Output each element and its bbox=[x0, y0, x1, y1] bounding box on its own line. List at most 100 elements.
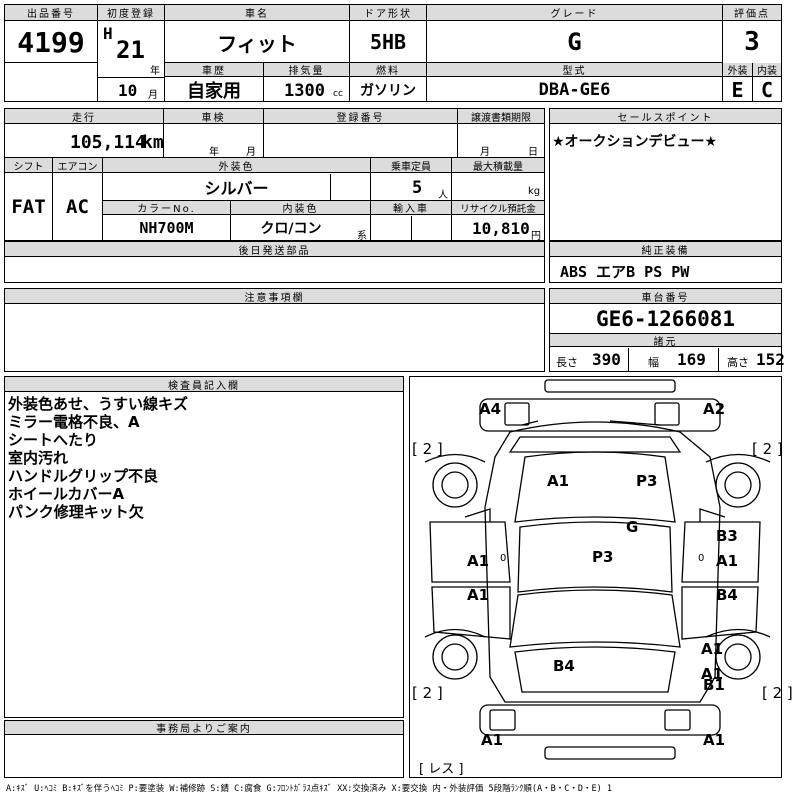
ext-color-label: 外装色 bbox=[103, 158, 370, 173]
load-label: 最大積載量 bbox=[452, 158, 544, 173]
transfer-month-unit: 月 bbox=[480, 147, 490, 158]
color-no-label: カラーNo. bbox=[103, 201, 230, 215]
damage-mark: A2 bbox=[703, 400, 726, 418]
model-label: 型式 bbox=[427, 63, 722, 77]
load-unit: kg bbox=[528, 186, 541, 197]
history-value: 自家用 bbox=[187, 80, 241, 102]
mid-grid bbox=[4, 108, 545, 241]
damage-mark: A1 bbox=[716, 552, 739, 570]
displacement-value: 1300 bbox=[284, 81, 325, 101]
year-unit: 年 bbox=[150, 66, 160, 77]
int-grade-label: 内装 bbox=[753, 63, 781, 77]
width-value: 169 bbox=[677, 350, 706, 369]
door-label: ドア形状 bbox=[350, 5, 426, 21]
recycle-unit: 円 bbox=[531, 231, 541, 242]
chassis-value: GE6-1266081 bbox=[595, 307, 736, 331]
shift-label: シフト bbox=[5, 158, 52, 173]
damage-mark: [ 2 ] bbox=[752, 440, 783, 458]
equipment-label: 純正装備 bbox=[550, 242, 781, 257]
inspector-lines: 外装色あせ、うすい線キズ ミラー電格不良、A シートへたり 室内汚れ ハンドルグ… bbox=[8, 395, 188, 521]
int-color-label: 内装色 bbox=[231, 201, 370, 215]
notes-label: 注意事項欄 bbox=[5, 289, 544, 304]
mileage-label: 走行 bbox=[5, 109, 163, 124]
first-reg-era: H bbox=[103, 24, 113, 43]
remark-line: パンク修理キット欠 bbox=[8, 503, 144, 521]
remark-line: 外装色あせ、うすい線キズ bbox=[8, 395, 189, 413]
damage-mark: A1 bbox=[481, 731, 504, 749]
damage-mark: P3 bbox=[636, 472, 658, 490]
damage-mark: B1 bbox=[703, 676, 725, 694]
damage-mark: A1 bbox=[701, 665, 724, 683]
damage-mark: [ 2 ] bbox=[412, 684, 443, 702]
specs-label: 諸元 bbox=[550, 333, 781, 348]
ac-label: エアコン bbox=[53, 158, 102, 173]
damage-mark: P3 bbox=[592, 548, 614, 566]
mileage-unit: km bbox=[142, 132, 164, 153]
ac-value: AC bbox=[66, 196, 89, 218]
inspection-month-unit: 月 bbox=[246, 147, 256, 158]
damage-mark: G bbox=[626, 518, 639, 536]
recycle-value: 10,810 bbox=[472, 219, 530, 238]
capacity-unit: 人 bbox=[438, 190, 448, 201]
ext-grade-label: 外装 bbox=[723, 63, 752, 77]
color-no-value: NH700M bbox=[139, 219, 194, 237]
remark-line: ミラー電格不良、A bbox=[8, 413, 140, 431]
damage-mark: [ レス ] bbox=[419, 762, 464, 777]
lot-number: 4199 bbox=[17, 25, 85, 59]
width-label: 幅 bbox=[648, 356, 659, 369]
history-label: 車歴 bbox=[165, 63, 263, 77]
damage-mark: [ 2 ] bbox=[412, 440, 443, 458]
int-color-unit: 系 bbox=[357, 231, 367, 242]
inspector-box bbox=[4, 376, 404, 718]
damage-mark: [ 2 ] bbox=[762, 684, 793, 702]
height-value: 152 bbox=[756, 350, 785, 369]
notes-box bbox=[4, 288, 545, 372]
small-zero: 0 bbox=[698, 553, 705, 564]
sales-point-box bbox=[549, 108, 782, 241]
transfer-label: 譲渡書類期限 bbox=[458, 109, 544, 124]
door-type: 5HB bbox=[369, 30, 407, 54]
lot-label: 出品番号 bbox=[5, 5, 97, 21]
first-reg-year: 21 bbox=[116, 36, 145, 64]
model-value: DBA-GE6 bbox=[538, 79, 611, 100]
inspector-label: 検査員記入欄 bbox=[5, 377, 403, 392]
sales-point-label: セールスポイント bbox=[550, 109, 781, 124]
inspection-year-unit: 年 bbox=[209, 147, 219, 158]
equipment-box bbox=[549, 241, 782, 283]
mileage-value: 105,114 bbox=[70, 132, 146, 153]
car-name: フィット bbox=[217, 31, 297, 56]
damage-mark: A1 bbox=[467, 552, 490, 570]
top-grid bbox=[4, 4, 782, 102]
small-zero: 0 bbox=[500, 553, 507, 564]
int-color-value: クロ/コン bbox=[260, 221, 322, 237]
score-label: 評価点 bbox=[723, 5, 781, 21]
office-box bbox=[4, 720, 404, 778]
length-value: 390 bbox=[592, 350, 621, 369]
office-label: 事務局よりご案内 bbox=[5, 721, 403, 735]
month-unit: 月 bbox=[148, 90, 158, 101]
score-value: 3 bbox=[744, 27, 760, 57]
inspection-label: 車検 bbox=[164, 109, 263, 124]
transfer-day-unit: 日 bbox=[528, 147, 538, 158]
capacity-label: 乗車定員 bbox=[371, 158, 451, 173]
damage-mark: A1 bbox=[467, 586, 490, 604]
damage-mark: A1 bbox=[547, 472, 570, 490]
grade-value: G bbox=[567, 28, 582, 56]
remark-line: 室内汚れ bbox=[8, 449, 69, 467]
ext-color-value: シルバー bbox=[204, 179, 269, 198]
import-label: 輸入車 bbox=[371, 201, 451, 215]
damage-mark: A4 bbox=[479, 400, 502, 418]
height-label: 高さ bbox=[727, 356, 749, 369]
car-diagram bbox=[424, 379, 771, 760]
damage-mark: A1 bbox=[701, 640, 724, 658]
length-label: 長さ bbox=[556, 356, 578, 369]
chassis-label: 車台番号 bbox=[550, 289, 781, 304]
sales-point-value: ★オークションデビュー★ bbox=[552, 134, 718, 150]
first-reg-label: 初度登録 bbox=[98, 5, 164, 21]
fuel-value: ガソリン bbox=[360, 82, 416, 99]
first-reg-month: 10 bbox=[118, 81, 138, 100]
car-diagram-box bbox=[409, 376, 782, 778]
fuel-label: 燃料 bbox=[350, 63, 426, 77]
grade-label: グレード bbox=[427, 5, 722, 21]
chassis-box bbox=[549, 288, 782, 372]
